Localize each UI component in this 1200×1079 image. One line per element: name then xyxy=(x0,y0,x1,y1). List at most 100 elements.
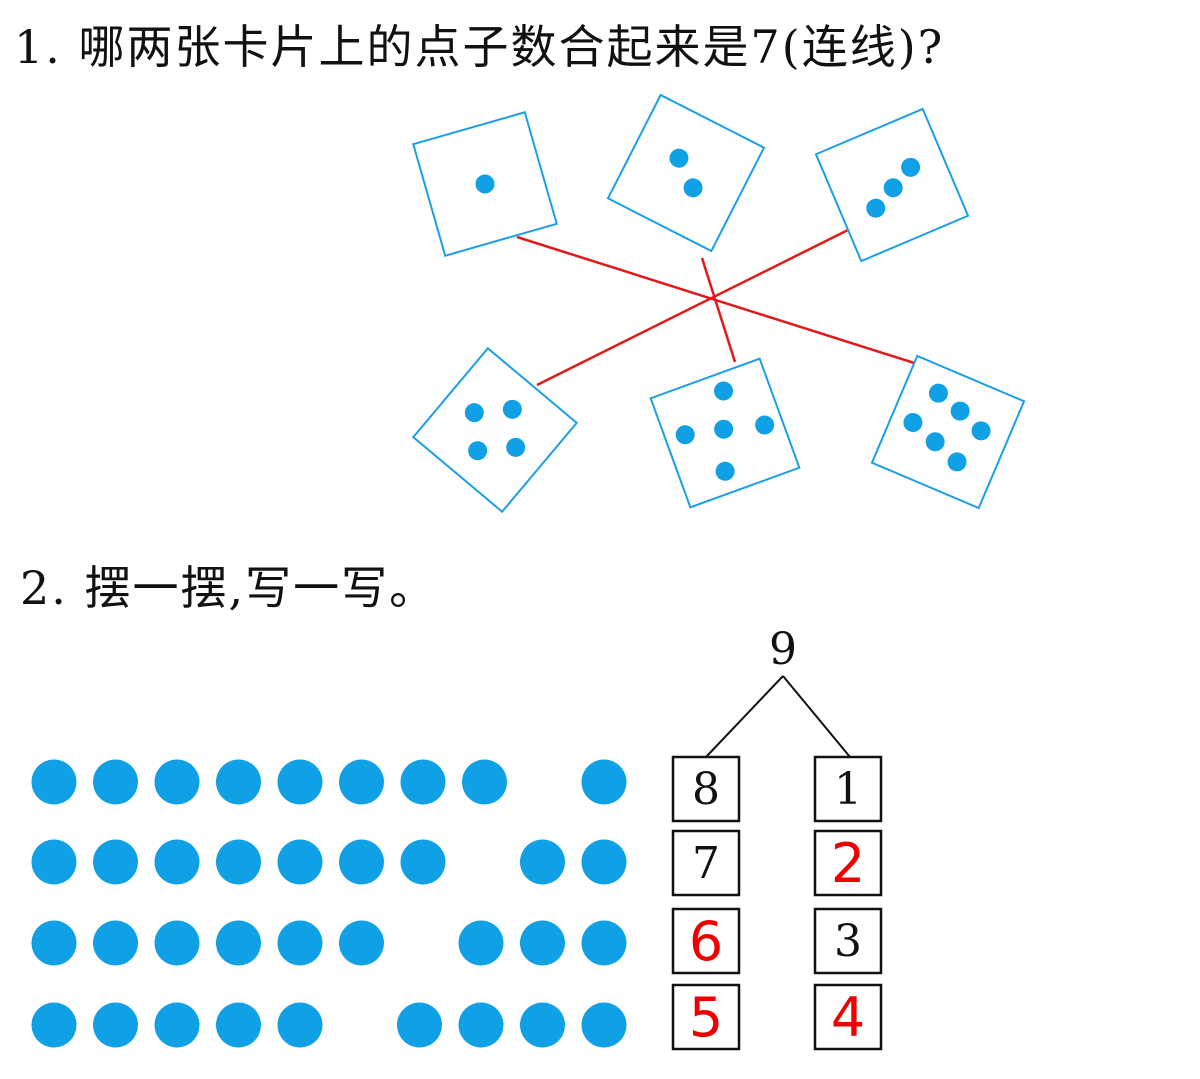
dot-card-3[interactable] xyxy=(814,107,970,263)
counter-dot xyxy=(277,839,323,885)
card-frame xyxy=(606,93,766,253)
box-frame xyxy=(671,983,741,1051)
dot-row xyxy=(31,759,627,805)
dot-row xyxy=(31,920,627,966)
counter-dot xyxy=(216,759,261,805)
connector-line-1-6 xyxy=(516,235,931,370)
given-number: 1 xyxy=(834,764,862,815)
counter-dot xyxy=(520,1002,565,1048)
card-dot xyxy=(866,198,886,218)
dot-card-6[interactable] xyxy=(870,354,1026,510)
number-box-left: 8 xyxy=(671,755,741,823)
box-frame xyxy=(671,755,741,823)
card-dot xyxy=(755,415,775,435)
counter-dot xyxy=(216,839,261,885)
counter-dot xyxy=(93,839,138,885)
number-box-right[interactable]: 4 xyxy=(813,983,883,1051)
card-dot xyxy=(502,399,522,419)
card-dot xyxy=(669,148,689,168)
number-box-right: 1 xyxy=(813,755,883,823)
answer-number: 5 xyxy=(689,986,723,1049)
question-2-title: 2. 摆一摆,写一写。 xyxy=(20,561,438,615)
card-dot xyxy=(925,432,945,452)
dot-card-4[interactable] xyxy=(411,346,579,514)
given-number: 7 xyxy=(692,838,720,889)
card-dot xyxy=(971,421,991,441)
box-frame xyxy=(813,983,883,1051)
total-number: 9 xyxy=(769,624,797,675)
counter-dot xyxy=(31,839,77,885)
card-dot xyxy=(468,441,488,461)
counter-dot xyxy=(520,839,565,885)
number-box-left: 7 xyxy=(671,829,741,897)
dot-card-2[interactable] xyxy=(606,93,766,253)
dot-card-5[interactable] xyxy=(649,357,801,509)
question-1-title: 1. 哪两张卡片上的点子数合起来是7(连线)? xyxy=(14,20,945,74)
counter-dot xyxy=(216,920,261,966)
counter-dot xyxy=(397,1002,442,1048)
card-frame xyxy=(870,354,1026,510)
given-number: 8 xyxy=(692,764,720,815)
counter-dot xyxy=(216,1002,261,1048)
card-dot xyxy=(506,437,526,457)
counter-dot xyxy=(31,1002,77,1048)
counter-dot xyxy=(339,839,384,885)
card-dot xyxy=(901,157,921,177)
card-dot xyxy=(714,419,734,439)
card-frame xyxy=(411,346,579,514)
branch-lines xyxy=(705,675,851,758)
counter-dot xyxy=(93,759,138,805)
card-dot xyxy=(950,401,970,421)
branch-line-left xyxy=(705,675,784,758)
counter-dot xyxy=(154,1002,200,1048)
answer-number: 6 xyxy=(689,910,723,973)
number-box-left[interactable]: 5 xyxy=(671,983,741,1051)
connector-line-2-5 xyxy=(700,257,737,363)
connector-lines xyxy=(516,228,931,387)
dot-row xyxy=(31,839,627,885)
dot-card-1[interactable] xyxy=(412,111,558,257)
box-frame xyxy=(813,755,883,823)
dot-row xyxy=(31,1002,627,1048)
card-dot xyxy=(714,381,734,401)
connector-line-3-4 xyxy=(536,228,849,387)
counter-dot xyxy=(154,759,200,805)
box-frame xyxy=(813,829,883,897)
counter-dot xyxy=(458,920,504,966)
counter-dot xyxy=(154,920,200,966)
answer-number: 2 xyxy=(831,832,865,895)
card-dot xyxy=(928,383,948,403)
counter-dot xyxy=(31,920,77,966)
counter-dot xyxy=(93,920,138,966)
dot-cards xyxy=(411,93,1026,514)
card-dot xyxy=(715,461,735,481)
answer-number: 4 xyxy=(831,986,865,1049)
card-dot xyxy=(464,403,484,423)
box-frame xyxy=(671,907,741,975)
card-dot xyxy=(683,178,703,198)
counter-dot xyxy=(462,759,507,805)
dot-rows xyxy=(31,759,627,1048)
counter-dot xyxy=(400,839,446,885)
card-dot xyxy=(883,178,903,198)
counter-dot xyxy=(520,920,565,966)
counter-dot xyxy=(154,839,200,885)
counter-dot xyxy=(93,1002,138,1048)
counter-dot xyxy=(581,920,627,966)
number-box-right[interactable]: 2 xyxy=(813,829,883,897)
card-dot xyxy=(675,425,695,445)
number-box-right: 3 xyxy=(813,907,883,975)
counter-dot xyxy=(339,759,384,805)
card-dot xyxy=(475,174,495,194)
counter-dot xyxy=(277,759,323,805)
counter-dot xyxy=(277,920,323,966)
counter-dot xyxy=(458,1002,504,1048)
counter-dot xyxy=(581,759,627,805)
counter-dot xyxy=(277,1002,323,1048)
branch-line-right xyxy=(782,675,851,758)
given-number: 3 xyxy=(834,916,862,967)
number-box-left[interactable]: 6 xyxy=(671,907,741,975)
counter-dot xyxy=(339,920,384,966)
